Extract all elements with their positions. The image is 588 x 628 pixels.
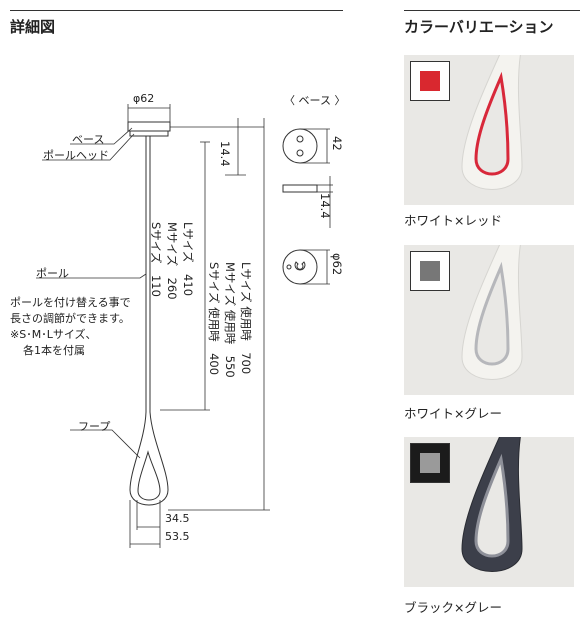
detail-title: 詳細図 xyxy=(10,18,56,36)
swatch-gray xyxy=(420,261,440,281)
swatch-red xyxy=(420,71,440,91)
pole-note-line4: 各1本を付属 xyxy=(23,344,85,357)
base-top-view xyxy=(282,128,318,164)
swatch-box-white-red xyxy=(410,61,450,101)
pole-head-shape xyxy=(129,130,169,137)
variation-caption-1: ホワイト×レッド xyxy=(404,213,502,228)
hoop-width-inner-dim: 34.5 xyxy=(165,512,190,525)
hoop-label: フープ xyxy=(78,420,111,433)
pole-size-s: Sサイズ 110 xyxy=(149,222,163,297)
pole-size-l: Lサイズ 410 xyxy=(181,222,195,297)
variation-caption-3: ブラック×グレー xyxy=(404,600,502,615)
use-size-m: Mサイズ 使用時 550 xyxy=(223,262,237,378)
pole-note-line2: 長さの調節ができます。 xyxy=(10,312,130,325)
base-thickness-dim: 14.4 xyxy=(318,193,332,219)
variation-photo-white-gray xyxy=(404,245,574,395)
variation-caption-2: ホワイト×グレー xyxy=(404,406,502,421)
base-cap-shape xyxy=(127,121,171,132)
hoop-width-outer-dim: 53.5 xyxy=(165,530,190,543)
pole-note-line1: ポールを付け替える事で xyxy=(10,296,131,309)
pole-size-m: Mサイズ 260 xyxy=(165,222,179,300)
variations-title: カラーバリエーション xyxy=(404,18,554,36)
swatch-light-gray xyxy=(420,453,440,473)
pole-head-label: ポールヘッド xyxy=(43,149,109,162)
pole-note: ポールを付け替える事で 長さの調節ができます。 ※S･M･Lサイズ、 各1本を付… xyxy=(10,295,131,359)
variations-top-rule xyxy=(404,10,580,11)
base-label: ベース xyxy=(72,133,105,146)
pole-note-line3: ※S･M･Lサイズ、 xyxy=(10,328,97,341)
top-diameter-label: φ62 xyxy=(133,92,155,105)
head-height-dim: 14.4 xyxy=(218,141,232,167)
detail-drawing xyxy=(36,104,333,548)
pole-label: ポール xyxy=(36,267,69,280)
hoop-inner-shape xyxy=(137,450,161,501)
use-size-s: Sサイズ 使用時 400 xyxy=(207,262,221,376)
variation-photo-black-gray xyxy=(404,437,574,587)
detail-top-rule xyxy=(10,10,343,11)
use-size-l: Lサイズ 使用時 700 xyxy=(239,262,253,375)
base-heading: 〈 ベース 〉 xyxy=(284,94,346,107)
swatch-box-black-gray xyxy=(410,443,450,483)
hoop-photo-2 xyxy=(404,245,574,395)
variation-photo-white-red xyxy=(404,55,574,205)
base-diameter-dim: φ62 xyxy=(330,253,344,276)
swatch-box-white-gray xyxy=(410,251,450,291)
base-side-view xyxy=(282,184,318,193)
base-height-dim: 42 xyxy=(330,136,344,151)
